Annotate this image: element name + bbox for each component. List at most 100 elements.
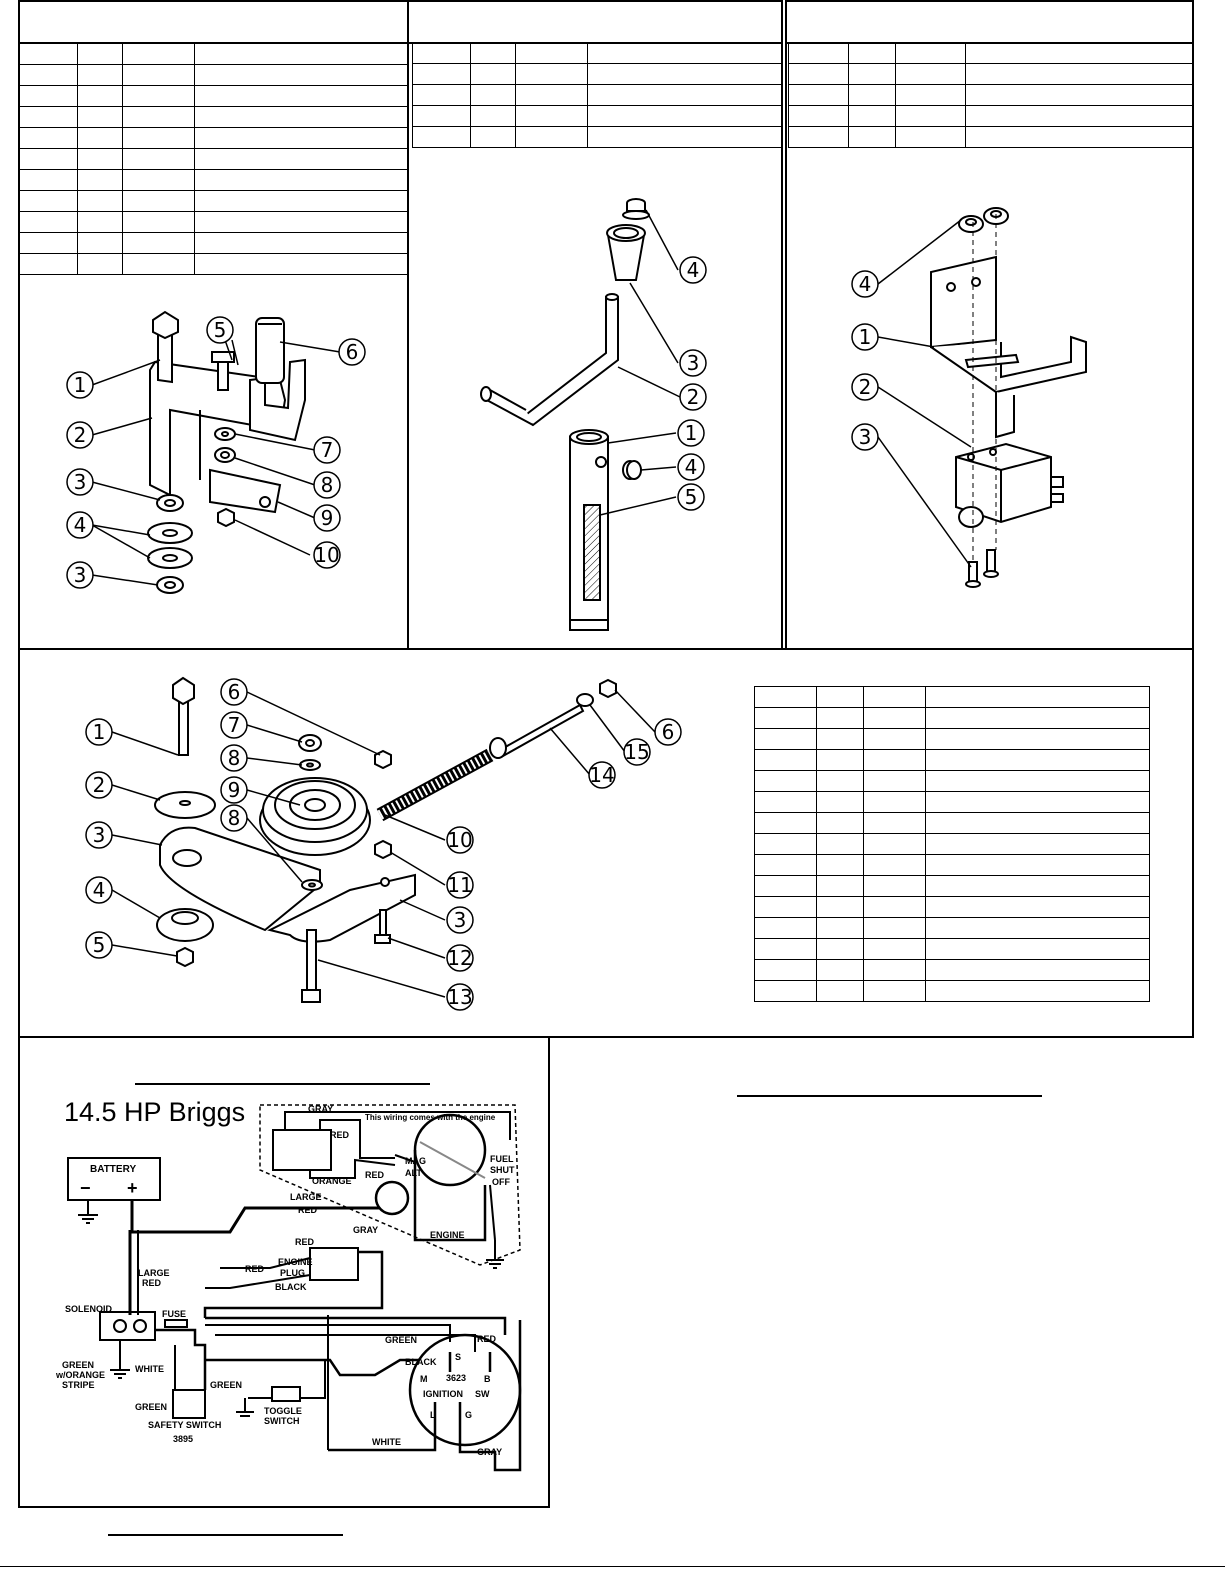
table-cell xyxy=(753,770,818,792)
label-gray-mid: GRAY xyxy=(353,1225,378,1235)
table-cell xyxy=(121,106,195,128)
label-red-engine-plug: RED xyxy=(245,1264,265,1274)
callout-number: 11 xyxy=(447,873,472,897)
table-cell xyxy=(848,42,896,64)
callout-number: 8 xyxy=(321,473,334,497)
table-row xyxy=(411,126,783,148)
table-cell xyxy=(18,169,79,191)
engine-heading: 14.5 HP Briggs xyxy=(64,1097,246,1127)
label-fuse: FUSE xyxy=(162,1309,186,1319)
table-cell xyxy=(514,105,588,127)
table-row xyxy=(18,64,409,86)
table-cell xyxy=(77,106,123,128)
table-row xyxy=(18,169,409,191)
table-cell xyxy=(753,812,818,834)
callout-bubble xyxy=(313,436,341,464)
callout-bubble xyxy=(446,871,474,899)
table-cell xyxy=(586,63,783,85)
callout-bubble xyxy=(679,383,707,411)
panel-a-parts-table xyxy=(18,43,409,275)
table-cell xyxy=(894,63,966,85)
table-cell xyxy=(18,127,79,149)
label-green-stripe-1: GREEN xyxy=(62,1360,94,1370)
table-row xyxy=(18,85,409,107)
callout-number: 4 xyxy=(859,272,872,296)
callout-number: 2 xyxy=(687,385,700,409)
callout-number: 2 xyxy=(93,773,106,797)
table-cell xyxy=(470,84,516,106)
callout-bubble xyxy=(654,718,682,746)
table-row xyxy=(787,126,1194,148)
label-alt: ALT xyxy=(405,1168,422,1178)
table-row xyxy=(753,749,1151,771)
table-cell xyxy=(816,728,864,750)
callout-number: 13 xyxy=(447,985,472,1009)
table-cell xyxy=(121,127,195,149)
table-cell xyxy=(193,127,409,149)
callout-number: 9 xyxy=(321,506,334,530)
callout-number: 3 xyxy=(93,823,106,847)
table-row xyxy=(18,211,409,233)
label-red-mid: RED xyxy=(295,1237,315,1247)
table-cell xyxy=(964,105,1194,127)
label-engine: ENGINE xyxy=(430,1230,465,1240)
table-cell xyxy=(18,211,79,233)
battery-minus: − xyxy=(80,1178,91,1198)
table-cell xyxy=(848,63,896,85)
callout-number: 4 xyxy=(93,878,106,902)
callout-number: 6 xyxy=(662,720,675,744)
callout-bubble xyxy=(313,471,341,499)
callout-number: 4 xyxy=(687,258,700,282)
table-cell xyxy=(848,105,896,127)
table-cell xyxy=(816,833,864,855)
table-cell xyxy=(753,917,818,939)
table-cell xyxy=(18,43,79,65)
table-cell xyxy=(964,126,1194,148)
table-cell xyxy=(924,938,1151,960)
table-row xyxy=(411,42,783,64)
callout-number: 3 xyxy=(454,908,467,932)
table-cell xyxy=(753,728,818,750)
table-cell xyxy=(862,812,926,834)
table-cell xyxy=(894,84,966,106)
table-cell xyxy=(862,833,926,855)
table-cell xyxy=(193,43,409,65)
table-cell xyxy=(121,253,195,275)
table-cell xyxy=(77,148,123,170)
panel-idler-assembly xyxy=(18,648,1194,1038)
label-large: LARGE xyxy=(290,1192,322,1202)
table-cell xyxy=(753,686,818,708)
table-cell xyxy=(18,253,79,275)
label-green-top: GREEN xyxy=(385,1335,417,1345)
table-cell xyxy=(816,875,864,897)
table-cell xyxy=(586,126,783,148)
label-red-alt: RED xyxy=(365,1170,385,1180)
table-cell xyxy=(924,812,1151,834)
label-part-3623: 3623 xyxy=(446,1373,466,1383)
table-row xyxy=(753,707,1151,729)
callout-number: 14 xyxy=(589,763,614,787)
table-cell xyxy=(753,959,818,981)
table-cell xyxy=(924,917,1151,939)
table-row xyxy=(753,686,1151,708)
callout-bubble xyxy=(677,453,705,481)
callout-number: 5 xyxy=(685,485,698,509)
table-cell xyxy=(753,707,818,729)
callout-bubble xyxy=(679,349,707,377)
table-cell xyxy=(816,707,864,729)
table-cell xyxy=(121,64,195,86)
label-gray-bottom: GRAY xyxy=(477,1447,502,1457)
table-cell xyxy=(924,749,1151,771)
table-cell xyxy=(816,812,864,834)
label-red-left: RED xyxy=(142,1278,162,1288)
table-row xyxy=(411,84,783,106)
table-cell xyxy=(848,84,896,106)
table-cell xyxy=(787,63,850,85)
label-green-mid: GREEN xyxy=(210,1380,242,1390)
label-m: M xyxy=(420,1374,428,1384)
table-cell xyxy=(121,85,195,107)
table-cell xyxy=(862,896,926,918)
